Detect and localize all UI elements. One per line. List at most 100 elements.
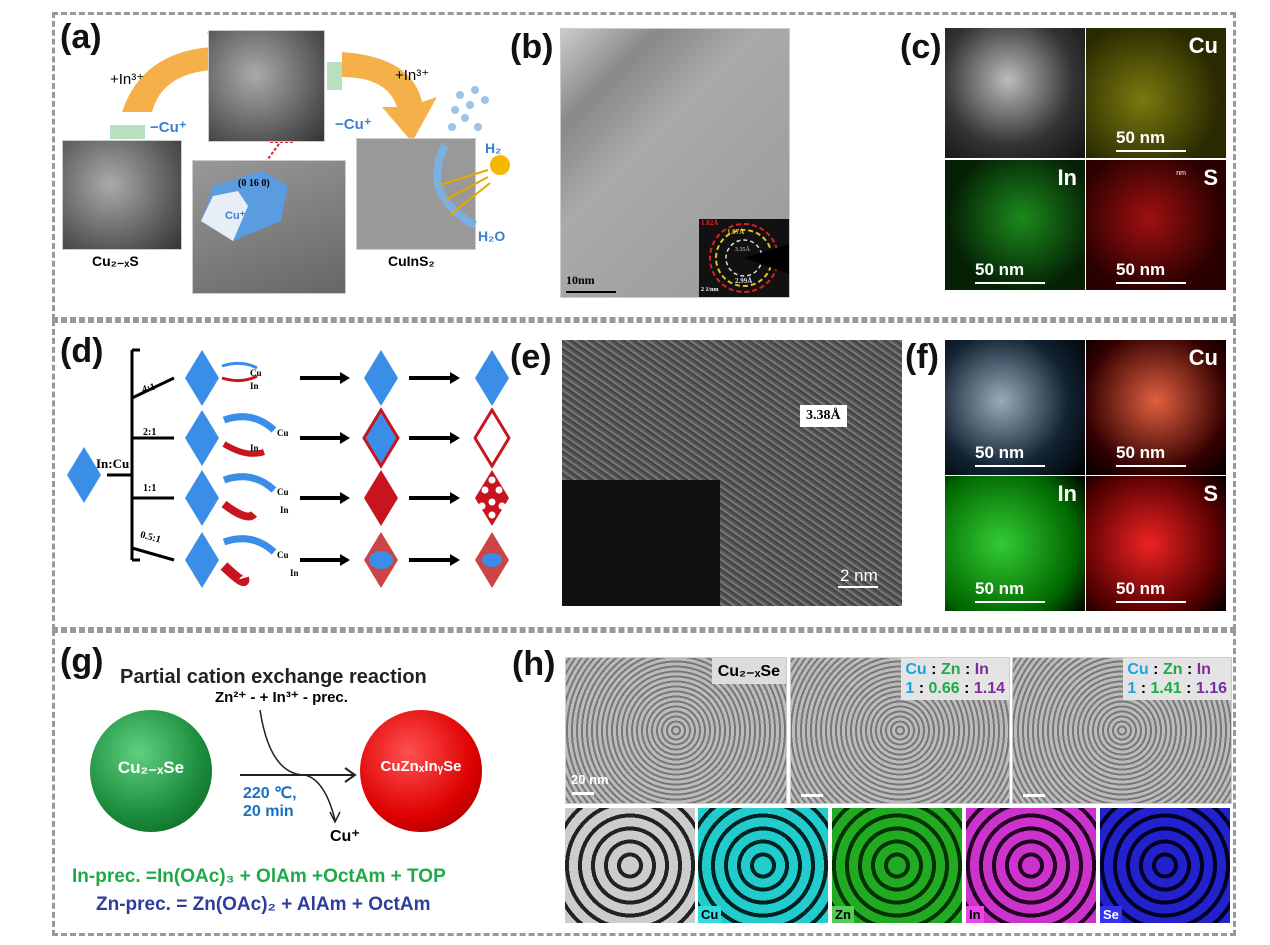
map-label-in-h: In (966, 906, 984, 923)
ratio-1-1: 1:1 (143, 483, 157, 494)
in-label-2: In (250, 443, 259, 453)
hrtem-image-e: 3.38Å 2 nm (562, 340, 902, 606)
step2-arrow-2-head (450, 492, 460, 504)
pore-2 (488, 498, 496, 506)
tem-cu2xs (62, 140, 182, 250)
in-precursor-formula: In-prec. =In(OAc)₃ + OlAm +OctAm + TOP (72, 866, 446, 887)
cu-blocked-arrow (221, 361, 258, 370)
label-cuins2: CuInS₂ (388, 253, 435, 269)
eds-map-in-h: In (966, 808, 1096, 923)
cu-out-arrow-2 (222, 473, 277, 493)
hrtem-image-b: 10nm 1.82Å 1.97Å 3.35Å 2.99Å 2 1/nm (560, 28, 790, 298)
tem-cu2xse: Cu₂₋ₓSe 20 nm (565, 657, 787, 804)
in-in-arrow-2 (221, 500, 258, 521)
product-sphere: CuZnₓInᵧSe (360, 710, 482, 832)
final-diamond-2 (475, 470, 509, 526)
scale-bar-c1: 50 nm (1116, 128, 1166, 147)
initial-diamond-2 (185, 470, 219, 526)
step1-arrow-0-head (340, 372, 350, 384)
nm-fragment: nm (1176, 170, 1186, 177)
eds-map-cu: Cu 50 nm (1086, 28, 1226, 158)
product-label: CuZnₓInᵧSe (380, 758, 462, 775)
pore-3 (478, 502, 486, 510)
d-spacing-4: 2.99Å (735, 277, 753, 285)
map-label-se-h: Se (1100, 906, 1122, 923)
eds-map-cu-h: Cu (698, 808, 828, 923)
panel-label-e: (e) (510, 338, 552, 376)
panel-label-b: (b) (510, 28, 554, 66)
pore-5 (488, 476, 496, 484)
map-label-cu: Cu (1188, 33, 1218, 58)
panel-label-h: (h) (512, 645, 556, 683)
scale-bar-c3: 50 nm (1116, 260, 1166, 279)
branch-bracket (107, 348, 140, 562)
tem-sample-3: Cu : Zn : In 1 : 1.41 : 1.16 (1012, 657, 1232, 804)
map-label-s: S (1203, 165, 1218, 190)
label-in3-2: +In³⁺ (395, 67, 430, 84)
pore-1 (495, 486, 503, 494)
reactant-sphere: Cu₂₋ₓSe (90, 710, 212, 832)
panel-label-c: (c) (900, 28, 942, 66)
in-label-4: In (290, 568, 299, 578)
initial-diamond-3 (185, 532, 219, 588)
saed-inset: 1.82Å 1.97Å 3.35Å 2.99Å 2 1/nm (699, 219, 789, 297)
panel-label-d: (d) (60, 332, 104, 370)
d-spacing-3: 3.35Å (735, 247, 750, 253)
sample-label: Cu₂₋ₓSe (711, 658, 786, 684)
core-3a (369, 551, 393, 569)
fft-inset (562, 480, 720, 606)
mid-diamond-2 (364, 470, 398, 526)
h2-label: H₂ (485, 140, 502, 156)
panel-row-2 (52, 320, 1236, 630)
scale-bar-b: 10nm (566, 273, 595, 287)
panel-label-a: (a) (60, 18, 102, 56)
panel-row-1 (52, 12, 1236, 320)
in-label-3: In (280, 505, 289, 515)
inset-scale: 2 1/nm (701, 287, 719, 293)
ratio-box-3: Cu : Zn : In 1 : 1.41 : 1.16 (1123, 658, 1231, 700)
map-label-in: In (1057, 165, 1077, 190)
step1-arrow-1-head (340, 432, 350, 444)
scale-bar-f2: 50 nm (1116, 443, 1166, 462)
byproduct-label: Cu⁺ (330, 828, 360, 845)
map-label-s-f: S (1203, 481, 1218, 506)
in-in-arrow-1 (222, 441, 265, 457)
h2o-label: H₂O (478, 228, 506, 244)
scale-bar-f3: 50 nm (975, 579, 1025, 598)
eds-map-cu-f: Cu 50 nm (1086, 340, 1226, 475)
lattice-spacing: 3.38Å (800, 405, 847, 427)
hrtem-interface: (0 16 0) Cu⁺ (192, 160, 346, 294)
in-cu-ratio-label: In:Cu (96, 456, 130, 471)
haadf-image-h (565, 808, 695, 923)
reaction-title: Partial cation exchange reaction (120, 666, 427, 688)
cu-label-1: Cu (250, 368, 262, 378)
reactant-label: Cu₂₋ₓSe (117, 758, 185, 777)
label-cu-out: −Cu⁺ (150, 119, 187, 136)
in-in-arrow-3 (220, 562, 250, 586)
temperature-label: 220 ℃, (243, 785, 297, 802)
scale-bar-c2: 50 nm (975, 260, 1025, 279)
map-label-cu-f: Cu (1188, 345, 1218, 370)
branch-arrow-0 (131, 376, 175, 400)
eds-map-in: In 50 nm (945, 160, 1085, 290)
step2-arrow-1-head (450, 432, 460, 444)
initial-diamond-0 (185, 350, 219, 406)
reaction-arrow (240, 709, 357, 824)
cu-out-arrow-3 (222, 535, 277, 555)
eds-map-zn-h: Zn (832, 808, 962, 923)
ratio-scheme (67, 348, 511, 588)
core-3b (482, 553, 502, 567)
precursors-label: Zn²⁺ - + In³⁺ - prec. (215, 689, 348, 706)
eds-map-se-h: Se (1100, 808, 1230, 923)
label-cu-out-2: −Cu⁺ (335, 116, 372, 133)
haadf-image-c (945, 28, 1085, 158)
time-label: 20 min (243, 803, 294, 820)
photocatalysis-icon (433, 86, 510, 229)
cu-label-2: Cu (277, 428, 289, 438)
d-spacing-2: 1.97Å (727, 228, 745, 236)
crystal-plane: (0 16 0) (238, 178, 270, 189)
panel-label-f: (f) (905, 338, 939, 376)
panel-label-g: (g) (60, 642, 104, 680)
